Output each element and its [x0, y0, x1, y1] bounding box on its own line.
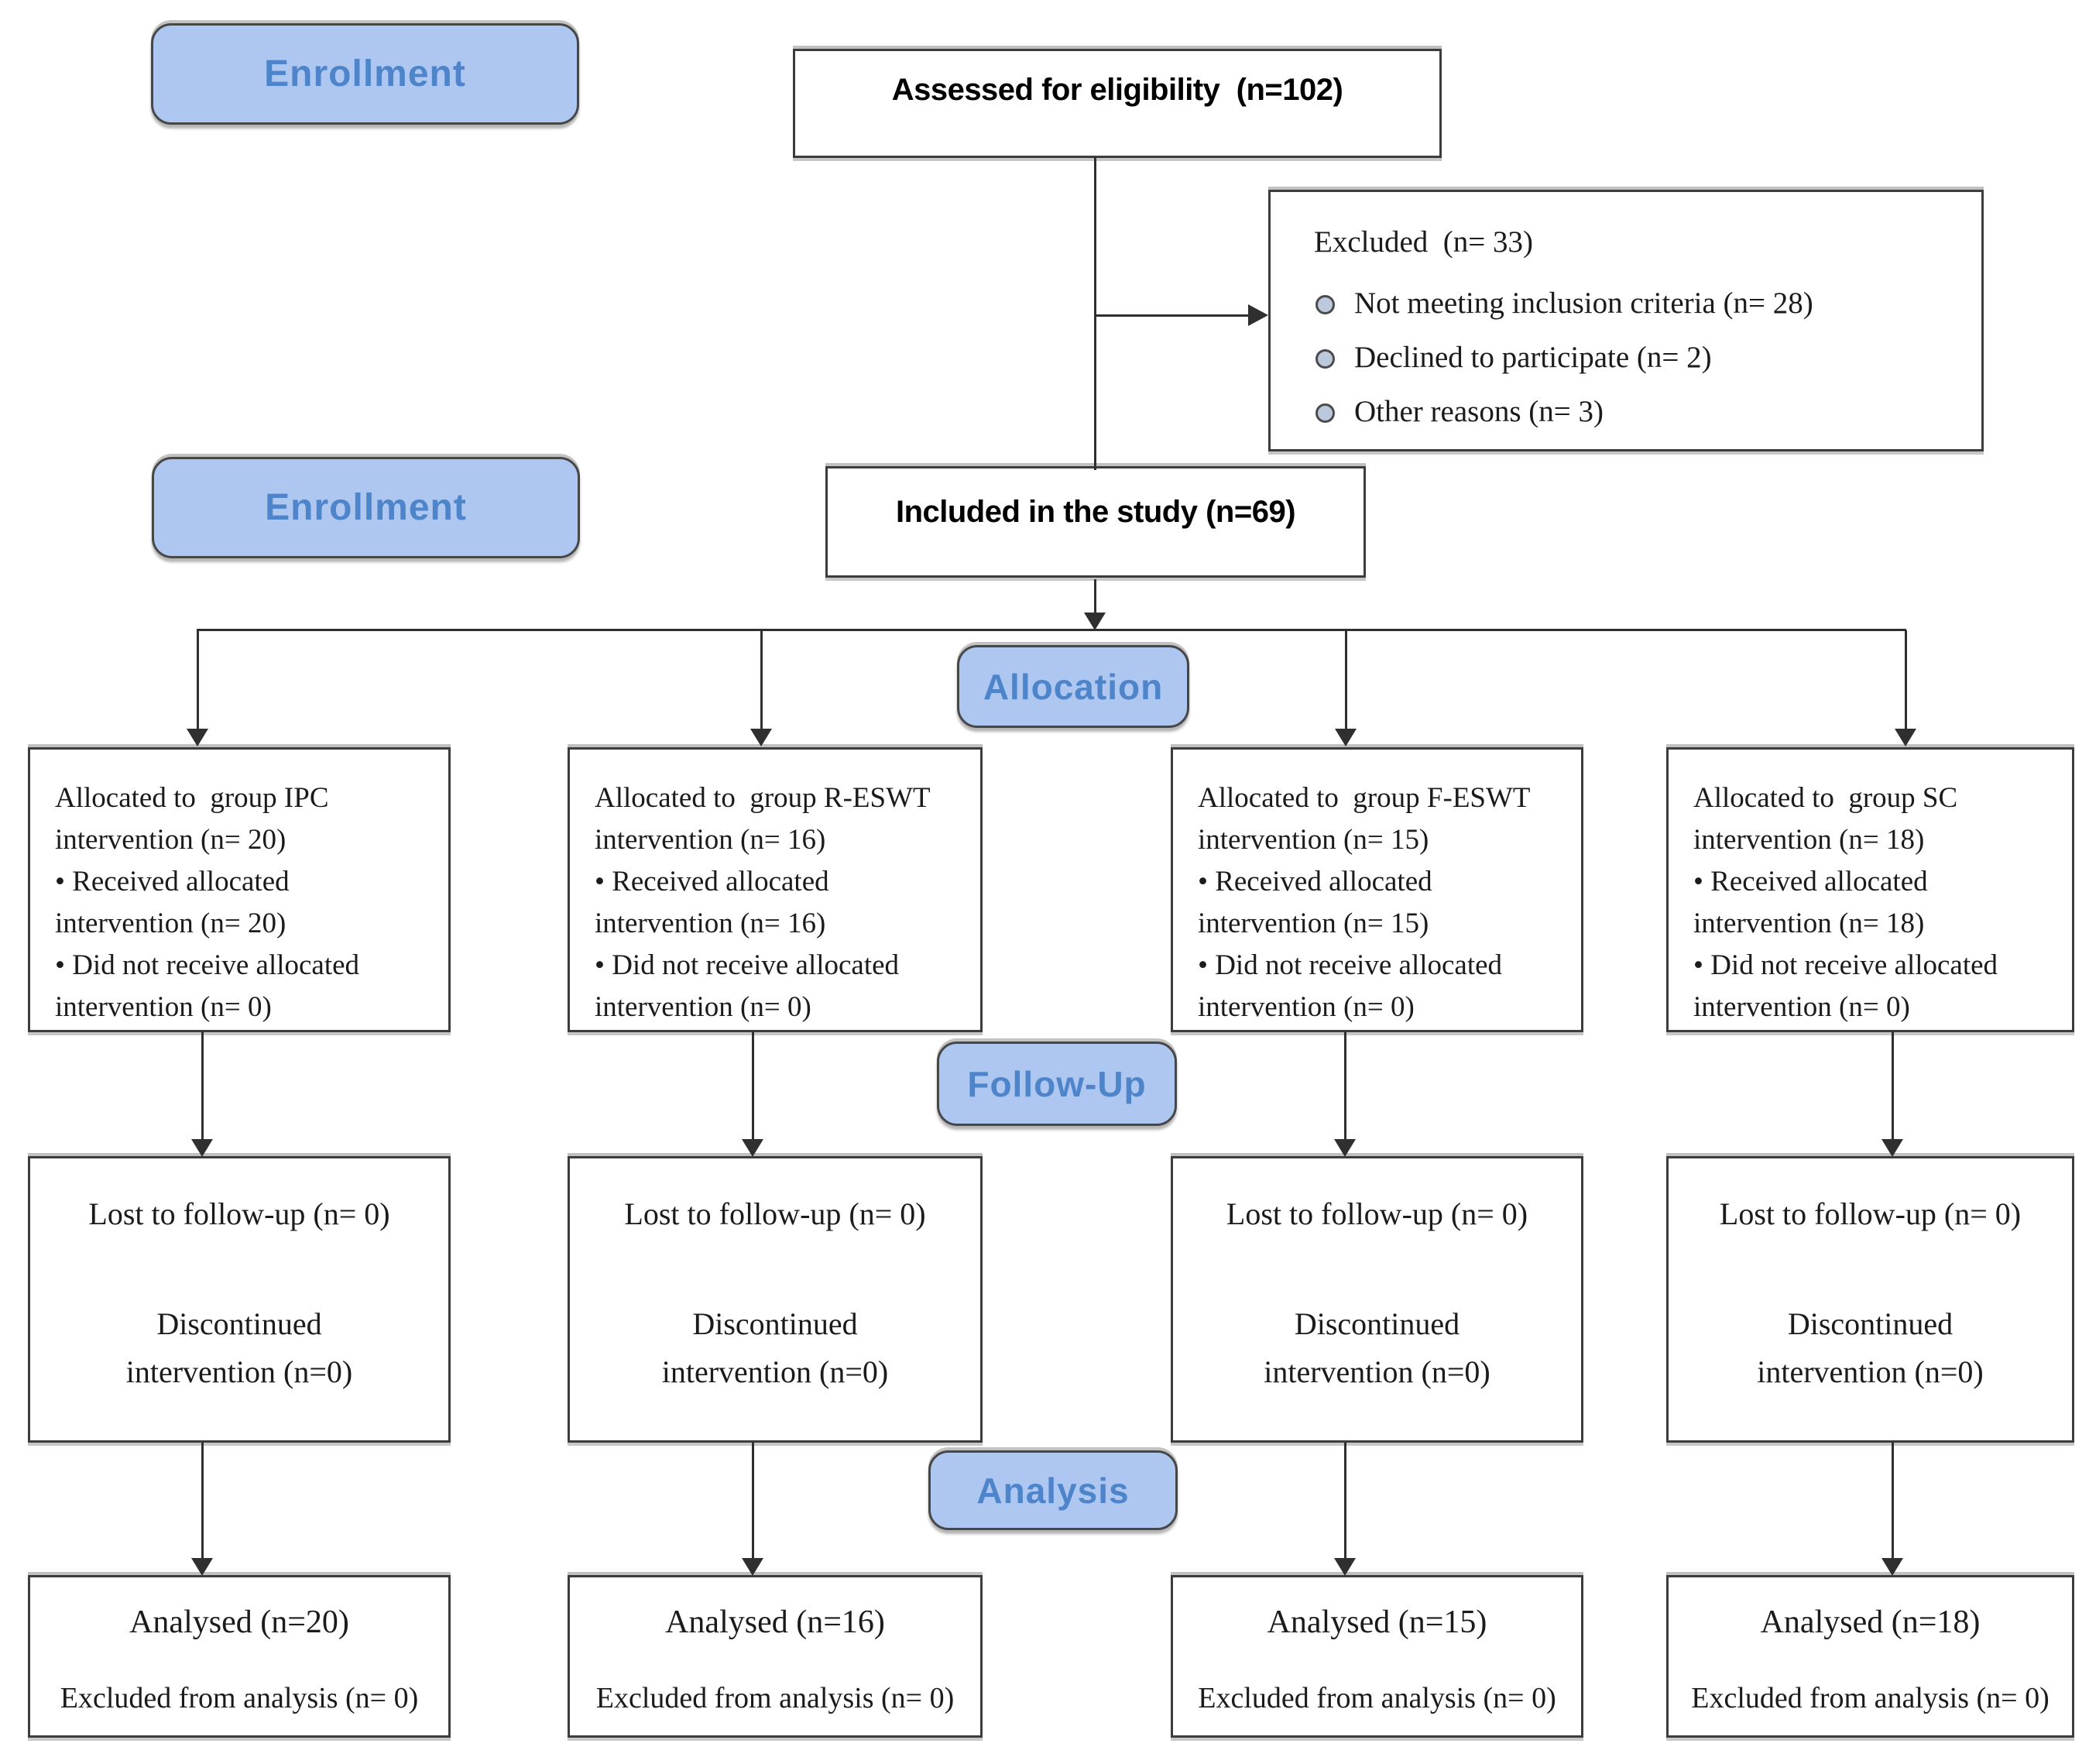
connector-alloc-follow-col2	[752, 1031, 754, 1140]
arrowhead-allocation-col2-icon	[750, 729, 772, 746]
followup-box-3: Lost to follow-up (n= 0) Discontinued in…	[1171, 1156, 1583, 1443]
analysis-box-1-analysed: Analysed (n=20)	[129, 1604, 349, 1640]
stage-label-enrollment-2-text: Enrollment	[265, 487, 467, 528]
arrowhead-to-excluded-icon	[1248, 304, 1268, 326]
bullet-ring-icon	[1315, 349, 1335, 369]
connector-follow-analysis-col4	[1892, 1443, 1894, 1559]
allocation-box-sc-text: Allocated to group SC intervention (n= 1…	[1693, 782, 1998, 1023]
excluded-heading: Excluded (n= 33)	[1314, 225, 1533, 259]
included-box-text: Included in the study (n=69)	[895, 495, 1296, 529]
allocation-box-sc: Allocated to group SC intervention (n= 1…	[1666, 747, 2074, 1032]
analysis-box-4: Analysed (n=18) Excluded from analysis (…	[1666, 1575, 2074, 1738]
drop-line-col2	[760, 630, 763, 729]
followup-box-2: Lost to follow-up (n= 0) Discontinued in…	[568, 1156, 983, 1443]
analysis-box-1: Analysed (n=20) Excluded from analysis (…	[28, 1575, 451, 1738]
followup-box-4: Lost to follow-up (n= 0) Discontinued in…	[1666, 1156, 2074, 1443]
bullet-ring-icon	[1315, 295, 1335, 314]
arrowhead-follow-col1-icon	[191, 1139, 213, 1157]
arrowhead-analysis-col4-icon	[1881, 1558, 1903, 1576]
excluded-item-text: Not meeting inclusion criteria (n= 28)	[1354, 287, 1813, 320]
stage-label-follow-up-text: Follow-Up	[967, 1063, 1147, 1104]
analysis-box-1-excluded: Excluded from analysis (n= 0)	[60, 1682, 419, 1714]
followup-box-2-discontinued: Discontinued intervention (n=0)	[661, 1306, 889, 1389]
included-box: Included in the study (n=69)	[825, 466, 1366, 578]
excluded-box: Excluded (n= 33) Not meeting inclusion c…	[1268, 190, 1984, 451]
connector-follow-analysis-col1	[201, 1443, 204, 1559]
excluded-item: Declined to participate (n= 2)	[1314, 340, 1960, 375]
arrowhead-follow-col2-icon	[742, 1139, 763, 1157]
analysis-box-3-excluded: Excluded from analysis (n= 0)	[1198, 1682, 1556, 1714]
stage-label-allocation-text: Allocation	[983, 666, 1164, 707]
arrowhead-follow-col3-icon	[1334, 1139, 1356, 1157]
connector-alloc-follow-col1	[201, 1031, 204, 1140]
arrowhead-analysis-col2-icon	[742, 1558, 763, 1576]
stage-label-analysis: Analysis	[928, 1450, 1178, 1530]
arrowhead-allocation-col1-icon	[187, 729, 208, 746]
excluded-item: Other reasons (n= 3)	[1314, 394, 1960, 429]
analysis-box-4-excluded: Excluded from analysis (n= 0)	[1691, 1682, 2050, 1714]
excluded-item-text: Other reasons (n= 3)	[1354, 395, 1604, 428]
stage-label-enrollment-1: Enrollment	[151, 23, 579, 125]
connector-follow-analysis-col3	[1344, 1443, 1346, 1559]
stage-label-enrollment-1-text: Enrollment	[264, 53, 466, 94]
stage-label-follow-up: Follow-Up	[937, 1042, 1177, 1126]
branch-line-allocation	[197, 629, 1906, 631]
stage-label-allocation: Allocation	[957, 645, 1189, 728]
excluded-item: Not meeting inclusion criteria (n= 28)	[1314, 286, 1960, 321]
assessed-box-text: Assessed for eligibility (n=102)	[891, 73, 1343, 107]
drop-line-col3	[1345, 630, 1347, 729]
followup-box-1: Lost to follow-up (n= 0) Discontinued in…	[28, 1156, 451, 1443]
arrowhead-allocation-col3-icon	[1335, 729, 1357, 746]
bullet-ring-icon	[1315, 403, 1335, 423]
analysis-box-3: Analysed (n=15) Excluded from analysis (…	[1171, 1575, 1583, 1738]
arrowhead-included-to-branch-icon	[1084, 613, 1106, 630]
arrowhead-analysis-col3-icon	[1334, 1558, 1356, 1576]
allocation-box-f-eswt: Allocated to group F-ESWT intervention (…	[1171, 747, 1583, 1032]
connector-follow-analysis-col2	[752, 1443, 754, 1559]
followup-box-4-discontinued: Discontinued intervention (n=0)	[1757, 1306, 1984, 1389]
drop-line-col4	[1905, 630, 1907, 729]
allocation-box-f-eswt-text: Allocated to group F-ESWT intervention (…	[1198, 782, 1531, 1023]
arrowhead-analysis-col1-icon	[191, 1558, 213, 1576]
analysis-box-2-excluded: Excluded from analysis (n= 0)	[595, 1682, 955, 1714]
connector-alloc-follow-col4	[1892, 1031, 1894, 1140]
connector-to-excluded	[1095, 314, 1250, 317]
analysis-box-3-analysed: Analysed (n=15)	[1267, 1604, 1487, 1640]
analysis-box-2: Analysed (n=16) Excluded from analysis (…	[568, 1575, 983, 1738]
connector-included-to-branch	[1094, 579, 1096, 613]
allocation-box-ipc: Allocated to group IPC intervention (n= …	[28, 747, 451, 1032]
followup-box-2-lost: Lost to follow-up (n= 0)	[624, 1196, 926, 1231]
followup-box-4-lost: Lost to follow-up (n= 0)	[1719, 1196, 2022, 1231]
allocation-box-r-eswt: Allocated to group R-ESWT intervention (…	[568, 747, 983, 1032]
followup-box-3-discontinued: Discontinued intervention (n=0)	[1264, 1306, 1490, 1389]
followup-box-1-lost: Lost to follow-up (n= 0)	[88, 1196, 390, 1231]
allocation-box-r-eswt-text: Allocated to group R-ESWT intervention (…	[595, 782, 931, 1023]
excluded-item-text: Declined to participate (n= 2)	[1354, 341, 1712, 374]
analysis-box-4-analysed: Analysed (n=18)	[1760, 1604, 1981, 1640]
allocation-box-ipc-text: Allocated to group IPC intervention (n= …	[55, 782, 360, 1023]
followup-box-3-lost: Lost to follow-up (n= 0)	[1226, 1196, 1528, 1231]
drop-line-col1	[197, 630, 199, 729]
connector-assessed-to-included	[1094, 157, 1096, 470]
analysis-box-2-analysed: Analysed (n=16)	[665, 1604, 885, 1640]
assessed-box: Assessed for eligibility (n=102)	[793, 49, 1442, 158]
stage-label-analysis-text: Analysis	[976, 1470, 1130, 1511]
followup-box-1-discontinued: Discontinued intervention (n=0)	[125, 1306, 353, 1389]
arrowhead-follow-col4-icon	[1881, 1139, 1903, 1157]
connector-alloc-follow-col3	[1344, 1031, 1346, 1140]
stage-label-enrollment-2: Enrollment	[152, 457, 580, 558]
arrowhead-allocation-col4-icon	[1895, 729, 1916, 746]
